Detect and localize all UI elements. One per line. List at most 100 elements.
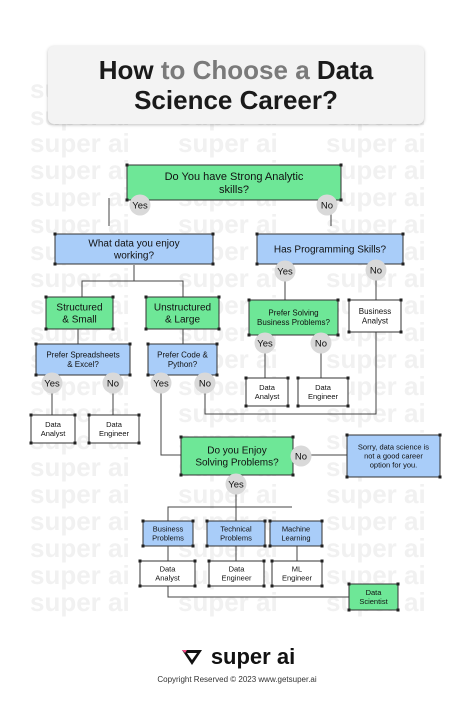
node-label: Business	[153, 525, 184, 534]
node-box	[126, 164, 342, 201]
node-corner-marker	[347, 582, 351, 586]
node-corner-marker	[73, 441, 77, 445]
node-corner-marker	[255, 262, 259, 266]
answer-circle	[41, 372, 63, 394]
node-box	[145, 296, 220, 330]
answer-circle	[129, 194, 151, 216]
node-corner-marker	[286, 376, 290, 380]
connector-line	[160, 375, 181, 456]
node-label: Technical	[220, 525, 252, 534]
node-corner-marker	[211, 262, 215, 266]
node-box	[208, 560, 265, 587]
watermark-text: super ai	[30, 263, 130, 293]
node-label: Learning	[281, 534, 310, 543]
node-label: Python?	[168, 360, 198, 369]
answer-circle	[310, 332, 332, 354]
node-corner-marker	[347, 608, 351, 612]
answer-label: Yes	[132, 201, 148, 212]
node-corner-marker	[336, 333, 340, 337]
answer-label: No	[107, 379, 119, 390]
node-label: Unstructured	[154, 303, 211, 314]
answer-label: Yes	[228, 480, 244, 491]
node-corner-marker	[125, 163, 129, 167]
answer-circle	[290, 445, 312, 467]
answer-circle	[274, 260, 296, 282]
node-label: Engineer	[282, 574, 313, 583]
node-label: Data	[259, 383, 276, 392]
node-corner-marker	[111, 295, 115, 299]
node-corner-marker	[336, 298, 340, 302]
node-corner-marker	[179, 435, 183, 439]
node-box	[30, 414, 76, 444]
node-box	[271, 560, 323, 587]
node-corner-marker	[255, 232, 259, 236]
answer-circle	[150, 372, 172, 394]
node-corner-marker	[270, 584, 274, 588]
node-corner-marker	[205, 519, 209, 523]
node-box	[348, 583, 399, 611]
node-box	[256, 233, 404, 265]
node-corner-marker	[291, 435, 295, 439]
node-pref-code: Prefer Code &Python?	[146, 342, 219, 377]
node-label: Structured	[56, 303, 102, 314]
connector-line	[81, 265, 135, 297]
node-corner-marker	[137, 413, 141, 417]
node-corner-marker	[438, 433, 442, 437]
node-label: Prefer Solving	[268, 309, 318, 318]
watermark-text: super ai	[30, 506, 130, 536]
node-corner-marker	[263, 519, 267, 523]
node-label: Analyst	[155, 574, 181, 583]
answer-no-code: No	[194, 372, 216, 394]
node-box	[346, 434, 441, 478]
node-box	[45, 296, 114, 330]
node-box	[248, 299, 339, 336]
node-corner-marker	[345, 433, 349, 437]
node-corner-marker	[125, 198, 129, 202]
answer-label: No	[315, 339, 327, 350]
watermark-text: super ai	[30, 155, 130, 185]
node-corner-marker	[438, 475, 442, 479]
node-corner-marker	[268, 519, 272, 523]
node-label: working?	[113, 251, 154, 262]
watermark-text: super ai	[30, 128, 130, 158]
watermark-text: super ai	[326, 155, 426, 185]
node-corner-marker	[286, 404, 290, 408]
answer-yes-code: Yes	[150, 372, 172, 394]
node-corner-marker	[34, 342, 38, 346]
watermark-text: super ai	[326, 506, 426, 536]
super-ai-logo-icon	[181, 650, 202, 665]
answer-no-solving: No	[290, 445, 312, 467]
node-corner-marker	[320, 559, 324, 563]
node-corner-marker	[262, 559, 266, 563]
node-corner-marker	[44, 295, 48, 299]
answer-yes-analytic: Yes	[129, 194, 151, 216]
answer-circle	[102, 372, 124, 394]
node-corner-marker	[399, 330, 403, 334]
watermark-text: super ai	[30, 479, 130, 509]
node-corner-marker	[247, 298, 251, 302]
node-corner-marker	[193, 584, 197, 588]
node-corner-marker	[87, 413, 91, 417]
node-corner-marker	[205, 544, 209, 548]
node-corner-marker	[141, 544, 145, 548]
title-part-data: Data	[316, 55, 374, 85]
watermark-text: super ai	[30, 587, 130, 617]
node-label: Problems	[220, 534, 252, 543]
node-structured: Structured& Small	[44, 295, 115, 331]
node-label: What data you enjoy	[88, 239, 179, 250]
footer-logo-text: super ai	[210, 644, 296, 669]
answer-yes-spreadsheets: Yes	[41, 372, 63, 394]
node-corner-marker	[291, 473, 295, 477]
answer-no-business: No	[310, 332, 332, 354]
watermark-text: super ai	[326, 533, 426, 563]
node-corner-marker	[138, 584, 142, 588]
node-box	[142, 520, 194, 547]
footer-logo: super ai	[0, 644, 474, 670]
